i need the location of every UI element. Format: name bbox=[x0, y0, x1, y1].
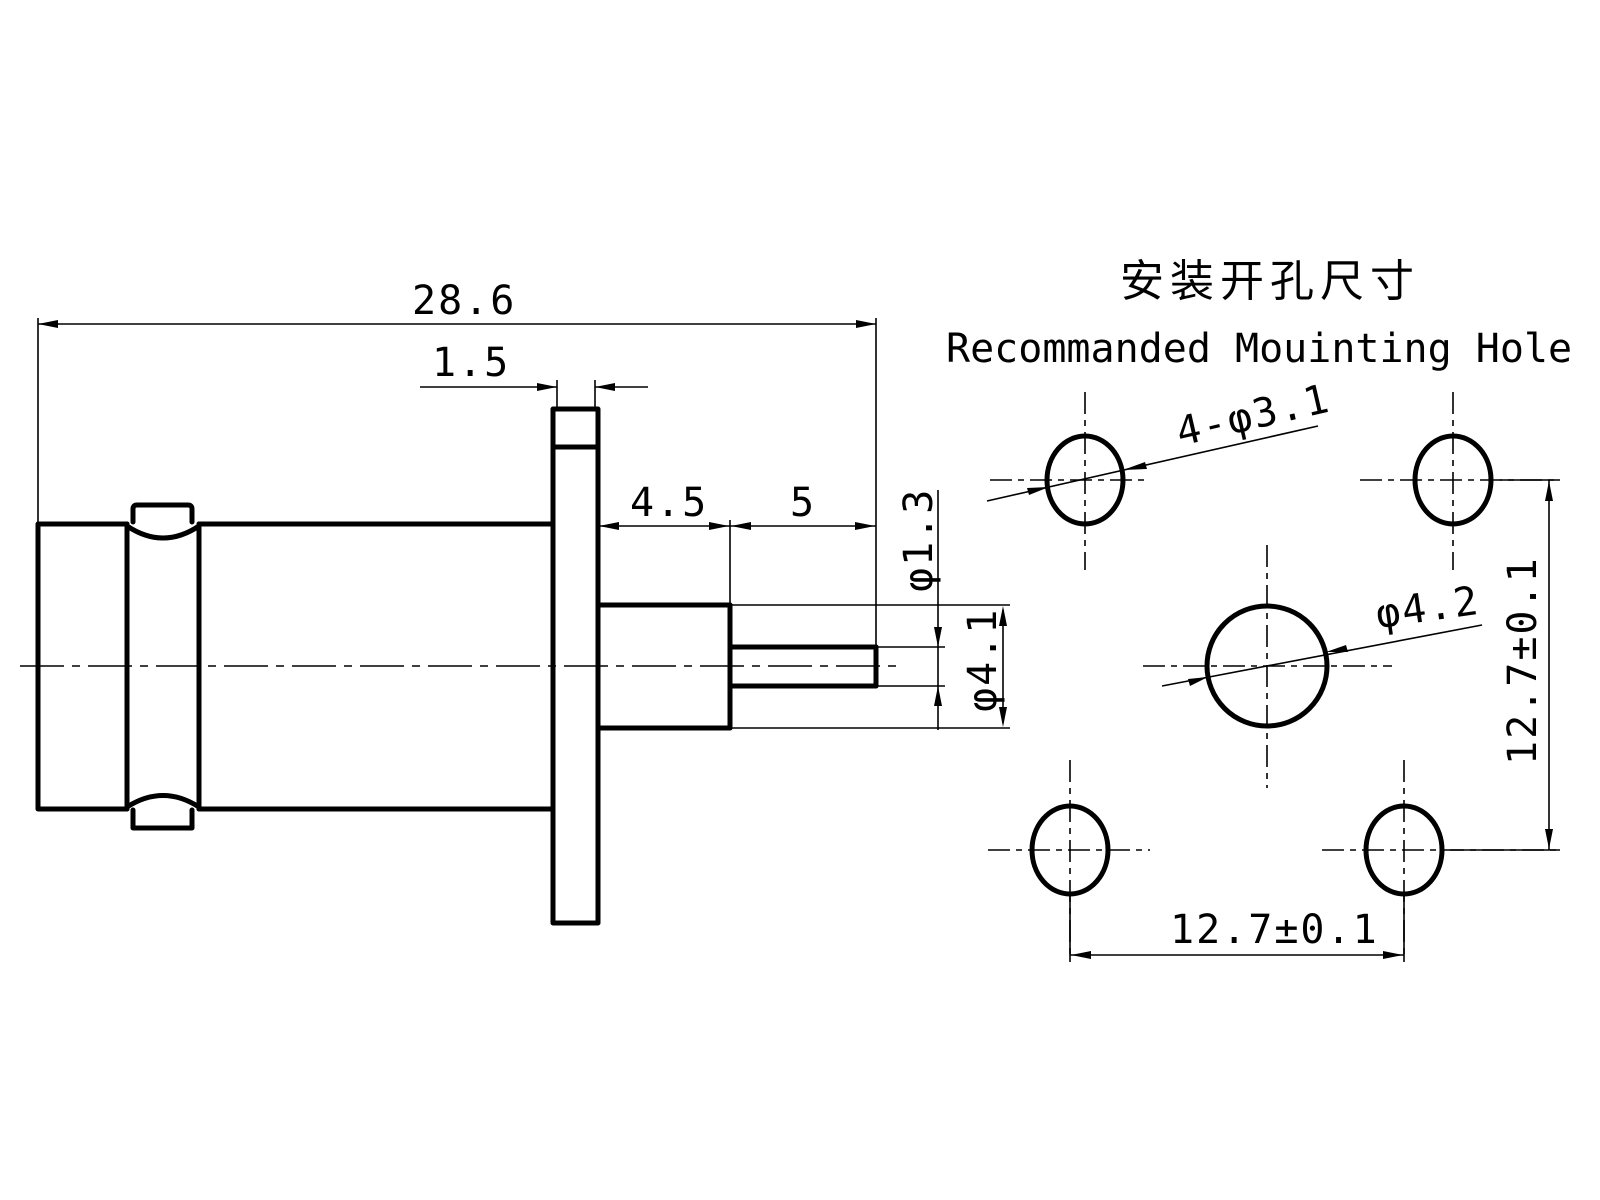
dimension-label-pin-length: 5 bbox=[790, 480, 816, 526]
dimension-label-pin-diameter: φ1.3 bbox=[896, 488, 942, 592]
dimension-flange-thickness: 1.5 bbox=[420, 340, 648, 409]
corner-hole-top-left bbox=[990, 392, 1150, 570]
contact-pin bbox=[727, 644, 879, 689]
dimension-label-flange-thickness: 1.5 bbox=[432, 340, 510, 386]
dimension-label-insulator-length: 4.5 bbox=[630, 480, 708, 526]
dimension-insulator-diameter: φ4.1 bbox=[730, 604, 1010, 729]
insulator bbox=[595, 602, 733, 731]
dimension-vertical-spacing: 12.7±0.1 bbox=[1450, 479, 1560, 851]
label-corner-holes: 4-φ3.1 bbox=[1172, 376, 1335, 456]
corner-hole-bottom-left bbox=[988, 760, 1150, 960]
leader-center-hole: φ4.2 bbox=[1161, 578, 1483, 687]
dimension-insulator-length: 4.5 bbox=[598, 480, 731, 605]
body-main-section bbox=[196, 521, 556, 812]
bayonet-groove-ring bbox=[124, 502, 202, 831]
label-center-hole: φ4.2 bbox=[1373, 578, 1483, 638]
dimension-overall-length: 28.6 bbox=[37, 278, 877, 647]
mounting-hole-view: 安装开孔尺寸 Recommanded Mouinting Hole bbox=[946, 256, 1572, 962]
dimension-horizontal-spacing: 12.7±0.1 bbox=[1069, 894, 1405, 962]
leader-corner-holes: 4-φ3.1 bbox=[986, 376, 1335, 502]
dimension-pin-length: 5 bbox=[730, 480, 876, 530]
label-horizontal-spacing: 12.7±0.1 bbox=[1170, 907, 1379, 953]
connector-side-view: 28.6 1.5 4.5 5 bbox=[20, 278, 1010, 926]
dimension-label-overall-length: 28.6 bbox=[412, 278, 516, 324]
mounting-hole-title-cn: 安装开孔尺寸 bbox=[1120, 256, 1420, 307]
dimension-label-insulator-diameter: φ4.1 bbox=[960, 608, 1006, 712]
mounting-hole-title-en: Recommanded Mouinting Hole bbox=[946, 326, 1572, 372]
dimension-pin-diameter: φ1.3 bbox=[876, 488, 945, 730]
flange bbox=[550, 406, 601, 926]
corner-hole-top-right bbox=[1360, 392, 1560, 570]
label-vertical-spacing: 12.7±0.1 bbox=[1500, 556, 1546, 765]
